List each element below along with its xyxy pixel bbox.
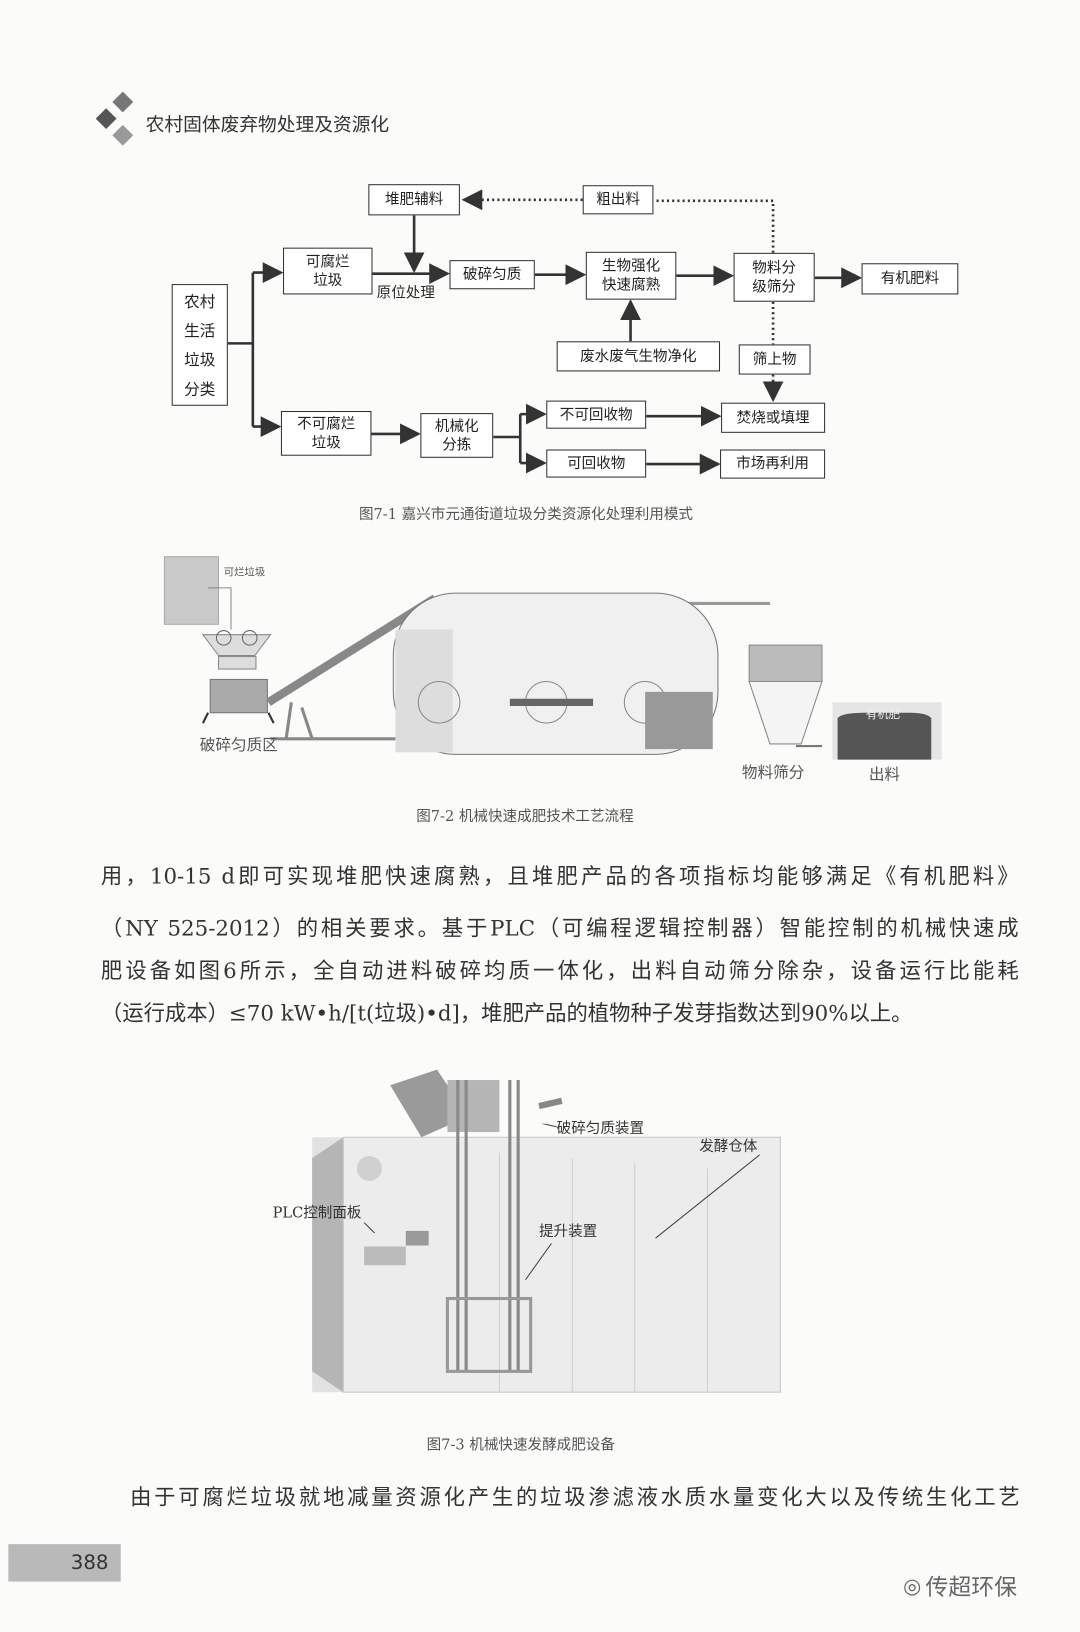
in-situ-label: 原位处理 — [376, 285, 435, 302]
box-bio: 生物强化 快速腐熟 — [585, 251, 677, 300]
page-number: 388 — [70, 1551, 109, 1575]
diamond-logo-icon — [95, 91, 134, 146]
label-fermenter: 发酵仓体 — [699, 1138, 758, 1155]
label-plc-panel: PLC控制面板 — [272, 1204, 362, 1222]
watermark-text: 传超环保 — [925, 1575, 1018, 1602]
label-crusher: 破碎匀质装置 — [556, 1120, 645, 1138]
photo-leader-lines — [363, 1123, 760, 1281]
label-screening: 物料筛分 — [741, 762, 805, 782]
body-line-1: 用，10-15 d即可实现堆肥快速腐熟，且堆肥产品的各项指标均能够满足《有机肥料… — [100, 863, 1019, 889]
body-line-4: （运行成本）≤70 kW•h/[t(垃圾)•d]，堆肥产品的植物种子发芽指数达到… — [100, 1000, 913, 1026]
box-non-recyclable: 不可回收物 — [546, 400, 647, 429]
running-header-title: 农村固体废弃物处理及资源化 — [145, 114, 390, 137]
fermentation-equipment-photo — [312, 1069, 781, 1393]
box-coarse-output: 粗出料 — [582, 185, 654, 215]
box-oversize: 筛上物 — [738, 344, 811, 375]
label-lift: 提升装置 — [538, 1223, 598, 1241]
box-organic-fertilizer: 有机肥料 — [861, 263, 959, 295]
box-purification: 废水废气生物净化 — [556, 341, 721, 372]
label-organic: 有机肥 — [865, 707, 901, 722]
box-rural: 农村 生活 垃圾 分类 — [171, 284, 228, 406]
box-mechanical-sorting: 机械化 分拣 — [420, 413, 494, 458]
body-line-2: （NY 525-2012）的相关要求。基于PLC（可编程逻辑控制器）智能控制的机… — [100, 915, 1019, 941]
label-degradable-waste: 可烂垃圾 — [223, 567, 266, 579]
box-recyclable: 可回收物 — [546, 449, 647, 478]
label-output: 出料 — [868, 764, 901, 784]
page-number-tab: 388 — [8, 1544, 121, 1582]
figure1-caption: 图7-1 嘉兴市元通街道垃圾分类资源化处理利用模式 — [358, 506, 693, 524]
figure3-caption: 图7-3 机械快速发酵成肥设备 — [426, 1436, 615, 1454]
watermark: ◎ 传超环保 — [903, 1569, 1017, 1602]
label-crush-zone: 破碎匀质区 — [199, 735, 278, 755]
flowchart-connectors — [227, 189, 863, 475]
box-crush: 破碎匀质 — [449, 260, 535, 290]
composting-process-illustration — [163, 556, 942, 760]
box-non-degradable: 不可腐烂 垃圾 — [280, 410, 372, 456]
box-degradable: 可腐烂 垃圾 — [283, 247, 373, 295]
box-incineration: 焚烧或填埋 — [721, 402, 826, 433]
figure2-caption: 图7-2 机械快速成肥技术工艺流程 — [416, 808, 634, 826]
body-last-line: 由于可腐烂垃圾就地减量资源化产生的垃圾渗滤液水质水量变化大以及传统生化工艺 — [130, 1484, 1020, 1510]
body-line-3: 肥设备如图6所示，全自动进料破碎均质一体化，出料自动筛分除杂，设备运行比能耗 — [100, 958, 1019, 984]
box-market-reuse: 市场再利用 — [720, 449, 826, 479]
box-screening: 物料分 级筛分 — [733, 252, 815, 302]
box-compost-aux: 堆肥辅料 — [368, 184, 460, 216]
wechat-icon: ◎ — [903, 1573, 922, 1599]
